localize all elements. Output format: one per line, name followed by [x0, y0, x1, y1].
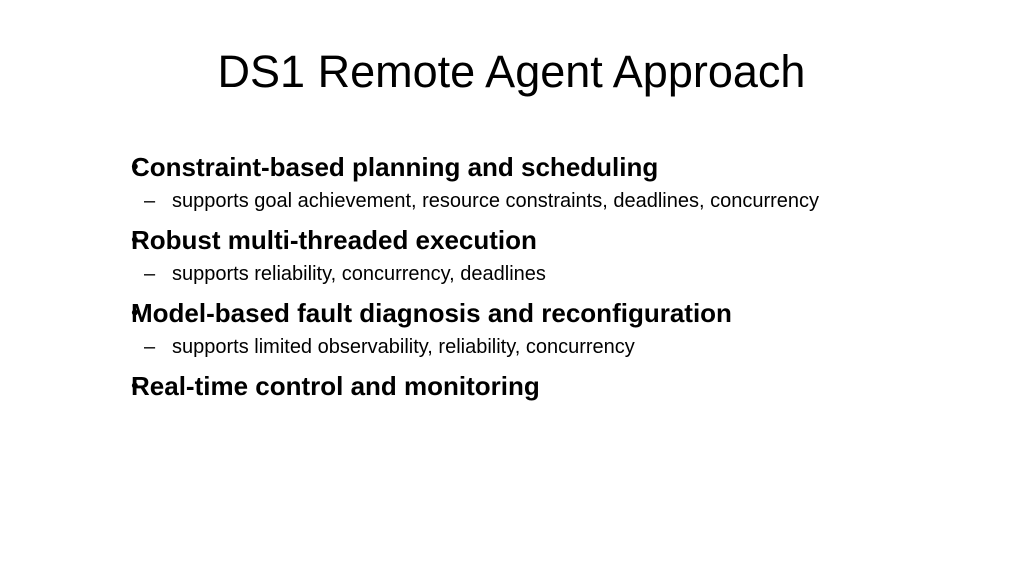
bullet-row: • Constraint-based planning and scheduli… [131, 150, 860, 184]
bullet-text: Robust multi-threaded execution [131, 225, 537, 255]
dash-icon: – [144, 190, 156, 212]
bullet-item: • Real-time control and monitoring [100, 369, 860, 403]
sub-item: – supports limited observability, reliab… [141, 333, 860, 361]
slide-title: DS1 Remote Agent Approach [217, 46, 806, 97]
bullet-icon: • [131, 154, 139, 179]
bullet-text: Constraint-based planning and scheduling [131, 152, 659, 182]
sub-item: – supports reliability, concurrency, dea… [141, 260, 860, 288]
dash-icon: – [144, 263, 156, 285]
sub-list: – supports goal achievement, resource co… [131, 187, 860, 215]
bullet-row: • Real-time control and monitoring [131, 369, 860, 403]
sub-item-text: supports goal achievement, resource cons… [172, 190, 820, 212]
bullet-row: • Robust multi-threaded execution [131, 223, 860, 257]
sub-item: – supports goal achievement, resource co… [141, 187, 860, 215]
sub-item-text: supports reliability, concurrency, deadl… [172, 263, 546, 285]
bullet-text: Model-based fault diagnosis and reconfig… [131, 298, 732, 328]
bullet-text: Real-time control and monitoring [131, 371, 540, 401]
dash-icon: – [144, 336, 156, 358]
sub-list: – supports reliability, concurrency, dea… [131, 260, 860, 288]
bullet-item: • Robust multi-threaded execution – supp… [100, 223, 860, 288]
bullet-list: • Constraint-based planning and scheduli… [100, 150, 860, 403]
bullet-icon: • [131, 227, 139, 252]
bullet-icon: • [131, 373, 139, 398]
bullet-item: • Model-based fault diagnosis and reconf… [100, 296, 860, 361]
bullet-icon: • [131, 300, 139, 325]
bullet-item: • Constraint-based planning and scheduli… [100, 150, 860, 215]
bullet-row: • Model-based fault diagnosis and reconf… [131, 296, 860, 330]
sub-item-text: supports limited observability, reliabil… [172, 336, 635, 358]
sub-list: – supports limited observability, reliab… [131, 333, 860, 361]
